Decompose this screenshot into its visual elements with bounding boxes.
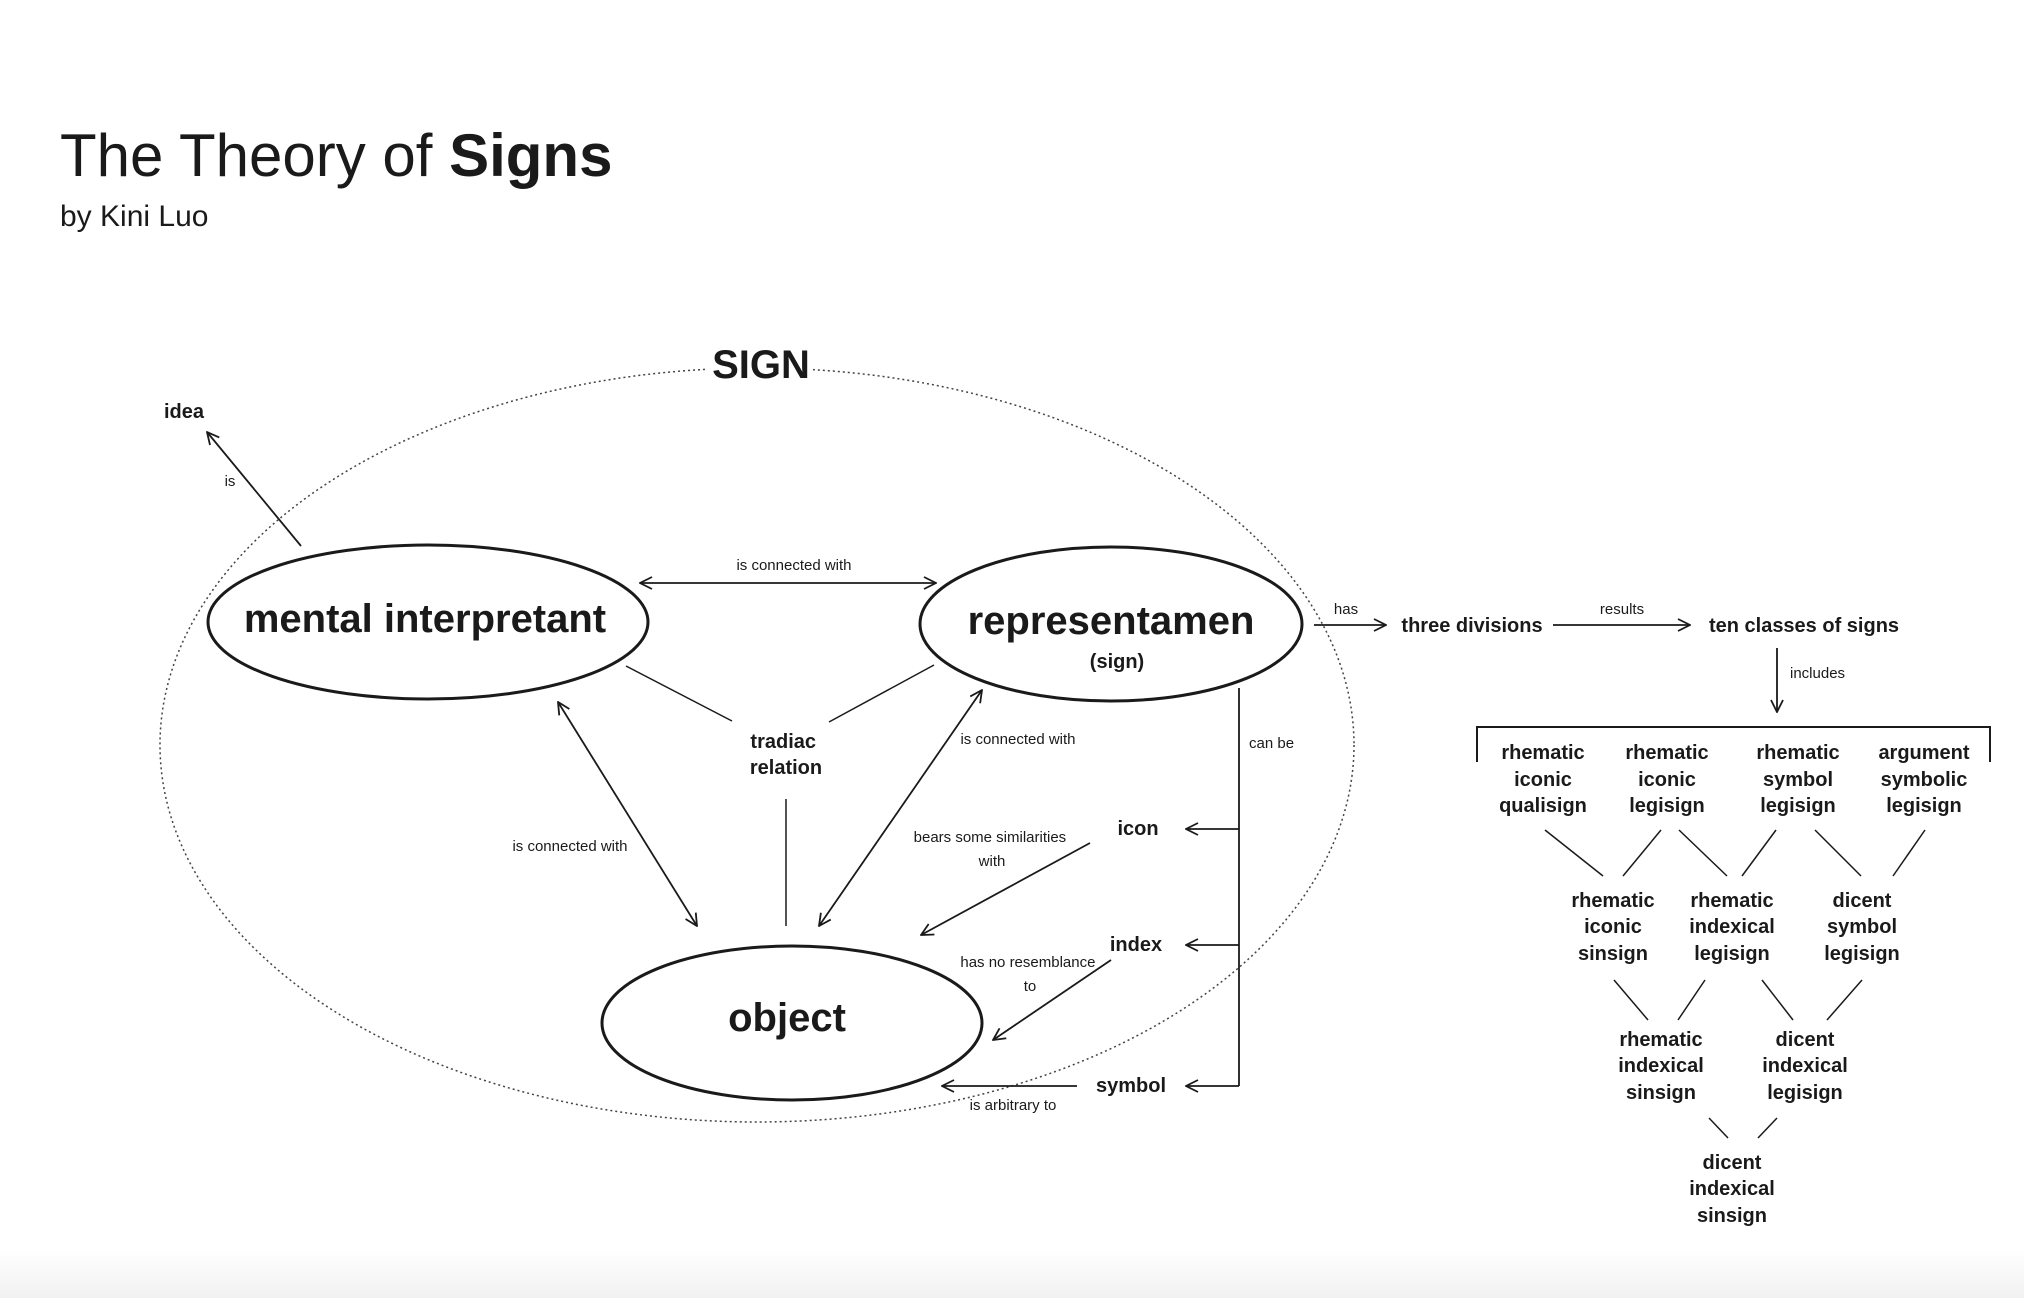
object-node [600, 944, 984, 1102]
connected-right-arrow [819, 690, 982, 926]
title-main: The Theory of [60, 122, 449, 189]
mental-interpretant-node [206, 543, 650, 701]
tree-line [1708, 1117, 1729, 1139]
class-r3-1: rhematic indexical sinsign [1618, 1029, 1704, 1104]
class-line: sinsign [1578, 943, 1648, 965]
class-line: indexical [1689, 916, 1775, 938]
class-line: dicent [1833, 890, 1892, 912]
class-r2-3: dicent symbol legisign [1824, 890, 1900, 965]
tree-line [1757, 1117, 1778, 1139]
three-divisions-label: three divisions [1401, 615, 1542, 637]
class-tree-lines [1544, 829, 1926, 1139]
tree-line [1622, 829, 1662, 877]
connected-left-label: is connected with [512, 838, 627, 855]
bears-arrow [921, 842, 1091, 935]
class-r1-2: rhematic iconic legisign [1625, 742, 1708, 817]
results-label: results [1600, 601, 1644, 618]
bears-label: bears some similarities with [914, 829, 1071, 870]
tree-line [1826, 979, 1863, 1021]
class-line: indexical [1618, 1055, 1704, 1077]
class-line: qualisign [1499, 795, 1587, 817]
class-r1-1: rhematic iconic qualisign [1499, 742, 1587, 817]
class-r1-4: argument symbolic legisign [1878, 742, 1969, 817]
no-resemblance-label: has no resemblance to [960, 954, 1099, 995]
page-title: The Theory of Signs [60, 122, 612, 189]
class-line: rhematic [1619, 1029, 1702, 1051]
ten-classes-label: ten classes of signs [1709, 615, 1899, 637]
class-line: dicent [1703, 1152, 1762, 1174]
title-bold: Signs [449, 122, 612, 189]
class-r2-1: rhematic iconic sinsign [1571, 890, 1654, 965]
tree-line [1892, 829, 1926, 877]
class-line: dicent [1776, 1029, 1835, 1051]
connected-top-label: is connected with [736, 557, 851, 574]
class-line: legisign [1824, 943, 1900, 965]
class-line: legisign [1760, 795, 1836, 817]
class-line: rhematic [1690, 890, 1773, 912]
class-line: sinsign [1697, 1205, 1767, 1227]
class-line: symbol [1827, 916, 1897, 938]
tradiac-relation-label: tradiac relation [750, 731, 822, 779]
has-label: has [1334, 601, 1358, 618]
class-line: legisign [1629, 795, 1705, 817]
class-line: argument [1878, 742, 1969, 764]
class-line: iconic [1584, 916, 1642, 938]
is-label: is [225, 473, 236, 490]
tree-line [1613, 979, 1649, 1021]
object-label: object [728, 996, 846, 1040]
representamen-sub-label: (sign) [1090, 651, 1144, 673]
connected-left-arrow [558, 702, 697, 926]
class-line: rhematic [1501, 742, 1584, 764]
tradiac-line-right [828, 664, 935, 723]
class-line: rhematic [1756, 742, 1839, 764]
class-line: iconic [1514, 769, 1572, 791]
class-line: iconic [1638, 769, 1696, 791]
sign-label: SIGN [712, 343, 810, 387]
can-be-label: can be [1249, 735, 1294, 752]
representamen-node [918, 545, 1304, 703]
class-line: indexical [1689, 1178, 1775, 1200]
byline: by Kini Luo [60, 200, 208, 233]
class-line: rhematic [1571, 890, 1654, 912]
class-line: legisign [1886, 795, 1962, 817]
symbol-label: symbol [1096, 1075, 1166, 1097]
classes-bracket [1476, 726, 1991, 762]
index-label: index [1110, 934, 1162, 956]
tree-line [1544, 829, 1604, 877]
tree-line [1814, 829, 1862, 877]
includes-label: includes [1790, 665, 1845, 682]
class-r2-2: rhematic indexical legisign [1689, 890, 1775, 965]
connected-right-label: is connected with [960, 731, 1075, 748]
class-line: indexical [1762, 1055, 1848, 1077]
class-line: symbol [1763, 769, 1833, 791]
is-arrow [207, 432, 302, 547]
idea-label: idea [164, 401, 205, 423]
icon-label: icon [1117, 818, 1158, 840]
class-line: rhematic [1625, 742, 1708, 764]
sign-label-backdrop [705, 342, 813, 388]
class-r3-2: dicent indexical legisign [1762, 1029, 1848, 1104]
tree-line [1678, 829, 1728, 877]
tree-line [1741, 829, 1777, 877]
class-r4-1: dicent indexical sinsign [1689, 1152, 1775, 1227]
arbitrary-label: is arbitrary to [970, 1097, 1057, 1114]
tree-line [1677, 979, 1706, 1021]
representamen-label: representamen [968, 599, 1255, 643]
bottom-bar [0, 1250, 2024, 1298]
tree-line [1761, 979, 1794, 1021]
class-line: legisign [1767, 1082, 1843, 1104]
class-line: sinsign [1626, 1082, 1696, 1104]
no-resemblance-arrow [993, 959, 1112, 1040]
class-line: symbolic [1881, 769, 1968, 791]
tradiac-line-left [625, 665, 733, 722]
class-line: legisign [1694, 943, 1770, 965]
class-r1-3: rhematic symbol legisign [1756, 742, 1839, 817]
mental-interpretant-label: mental interpretant [244, 597, 606, 641]
sign-boundary [159, 367, 1355, 1123]
